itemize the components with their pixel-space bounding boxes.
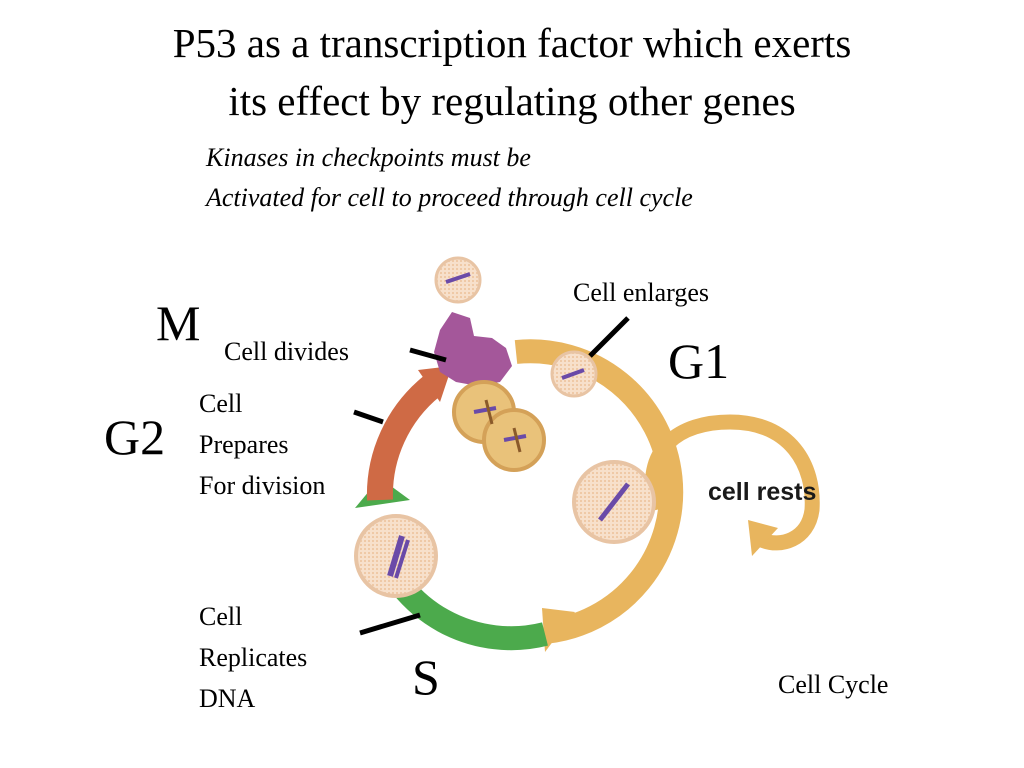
label-cell-cycle: Cell Cycle	[778, 670, 889, 699]
title-line-2: its effect by regulating other genes	[228, 78, 796, 124]
g2-desc-line-2: Prepares	[199, 430, 289, 459]
g1-arrowhead	[542, 608, 575, 652]
phase-g2-label: G2	[104, 409, 166, 465]
label-s-description: Cell Replicates DNA	[199, 596, 307, 719]
label-cell-divides: Cell divides	[224, 337, 349, 366]
g2-arc	[366, 375, 441, 501]
title-line-1: P53 as a transcription factor which exer…	[172, 20, 852, 66]
cell-top	[434, 256, 482, 304]
label-cell-enlarges: Cell enlarges	[573, 278, 709, 307]
s-desc-line-3: DNA	[199, 684, 256, 713]
pointer-s	[359, 612, 421, 636]
subtitle-line-2: Activated for cell to proceed through ce…	[206, 183, 693, 212]
label-cell-rests: cell rests	[708, 478, 817, 506]
label-g2-description: Cell Prepares For division	[199, 383, 325, 506]
g2-desc-line-1: Cell	[199, 389, 243, 418]
rest-loop-arrowhead	[748, 520, 778, 556]
cell-s	[354, 514, 438, 598]
subtitle: Kinases in checkpoints must be Activated…	[206, 138, 693, 218]
phase-s-label: S	[412, 649, 440, 705]
cell-dividing	[452, 380, 546, 472]
m-phase-splotch	[434, 312, 512, 386]
cell-g1-small	[550, 350, 598, 398]
s-desc-line-2: Replicates	[199, 643, 308, 672]
pointer-cell-enlarges	[588, 316, 630, 358]
g2-arrowhead	[418, 366, 452, 402]
g2-desc-line-3: For division	[199, 471, 326, 500]
pointer-g2	[353, 409, 384, 425]
subtitle-line-1: Kinases in checkpoints must be	[206, 143, 531, 172]
phase-m-label: M	[156, 295, 201, 351]
page-title: P53 as a transcription factor which exer…	[0, 14, 1024, 130]
s-desc-line-1: Cell	[199, 602, 243, 631]
cell-g1-large	[572, 460, 656, 544]
pointer-cell-divides	[409, 347, 447, 363]
phase-g1-label: G1	[668, 333, 730, 389]
